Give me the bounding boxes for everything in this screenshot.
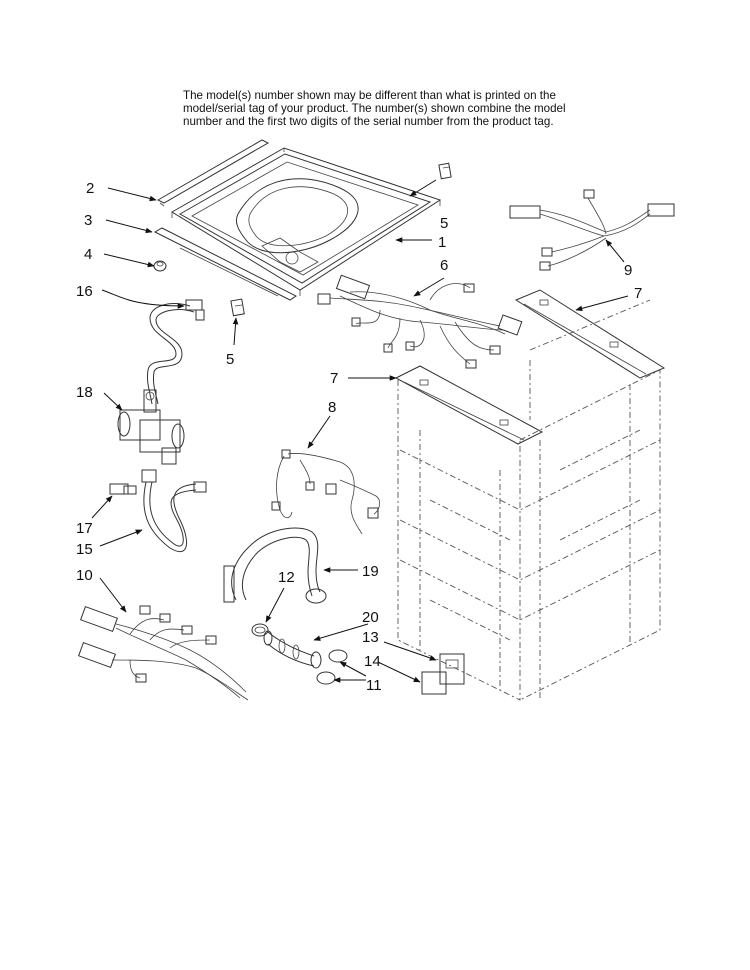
note-line-3: number and the first two digits of the s… — [183, 115, 554, 129]
callout-17: 17 — [76, 520, 93, 537]
wire-harness-part-8 — [271, 449, 380, 535]
callout-8: 8 — [328, 399, 336, 416]
callout-15: 15 — [76, 541, 93, 558]
callout-13: 13 — [362, 629, 379, 646]
callout-1: 1 — [438, 234, 446, 251]
trim-strip-part-2 — [156, 139, 270, 207]
bracket-part-7-lower — [394, 365, 544, 445]
callout-14: 14 — [364, 653, 381, 670]
callout-4: 4 — [84, 246, 92, 263]
callout-7-lower: 7 — [330, 370, 338, 387]
model-number-note: The model(s) number shown may be differe… — [183, 89, 603, 129]
clamp-part-12 — [251, 623, 269, 637]
bracket-part-7-upper — [514, 289, 666, 379]
trim-strip-part-3 — [153, 227, 297, 301]
wire-harness-part-9 — [509, 189, 675, 271]
callout-9: 9 — [624, 262, 632, 279]
callout-6: 6 — [440, 257, 448, 274]
callout-20: 20 — [362, 609, 379, 626]
callout-2: 2 — [86, 180, 94, 197]
callout-5-lower: 5 — [226, 351, 234, 368]
callout-19: 19 — [362, 563, 379, 580]
cabinet-frame — [397, 299, 661, 701]
wire-harness-part-6 — [317, 274, 523, 369]
hose-part-15 — [141, 469, 207, 553]
callout-12: 12 — [278, 569, 295, 586]
clamp-part-11 — [316, 649, 348, 685]
note-line-2: model/serial tag of your product. The nu… — [183, 102, 566, 116]
callout-10: 10 — [76, 567, 93, 584]
wire-harness-part-10 — [77, 605, 249, 701]
water-valve-part-18 — [117, 389, 185, 465]
cover-part-14 — [421, 671, 447, 695]
callout-18: 18 — [76, 384, 93, 401]
pump-hose-part-20 — [263, 630, 322, 669]
clip-part-5-upper — [438, 162, 452, 180]
drain-hose-part-19 — [223, 527, 327, 604]
callout-16: 16 — [76, 283, 93, 300]
leader-lines — [91, 179, 629, 683]
hose-part-16 — [147, 299, 205, 405]
control-part-13 — [439, 653, 465, 685]
clip-part-5-lower — [230, 298, 245, 317]
callout-3: 3 — [84, 212, 92, 229]
clip-part-17 — [109, 483, 137, 495]
callout-7-upper: 7 — [634, 285, 642, 302]
callout-5-upper: 5 — [440, 215, 448, 232]
note-line-1: The model(s) number shown may be differe… — [183, 89, 556, 102]
callout-labels: 2 3 4 16 18 17 15 10 5 1 5 6 9 7 7 8 19 … — [76, 180, 642, 694]
plug-part-4 — [153, 260, 167, 272]
top-panel-part-1 — [171, 147, 442, 296]
callout-11: 11 — [366, 677, 382, 694]
